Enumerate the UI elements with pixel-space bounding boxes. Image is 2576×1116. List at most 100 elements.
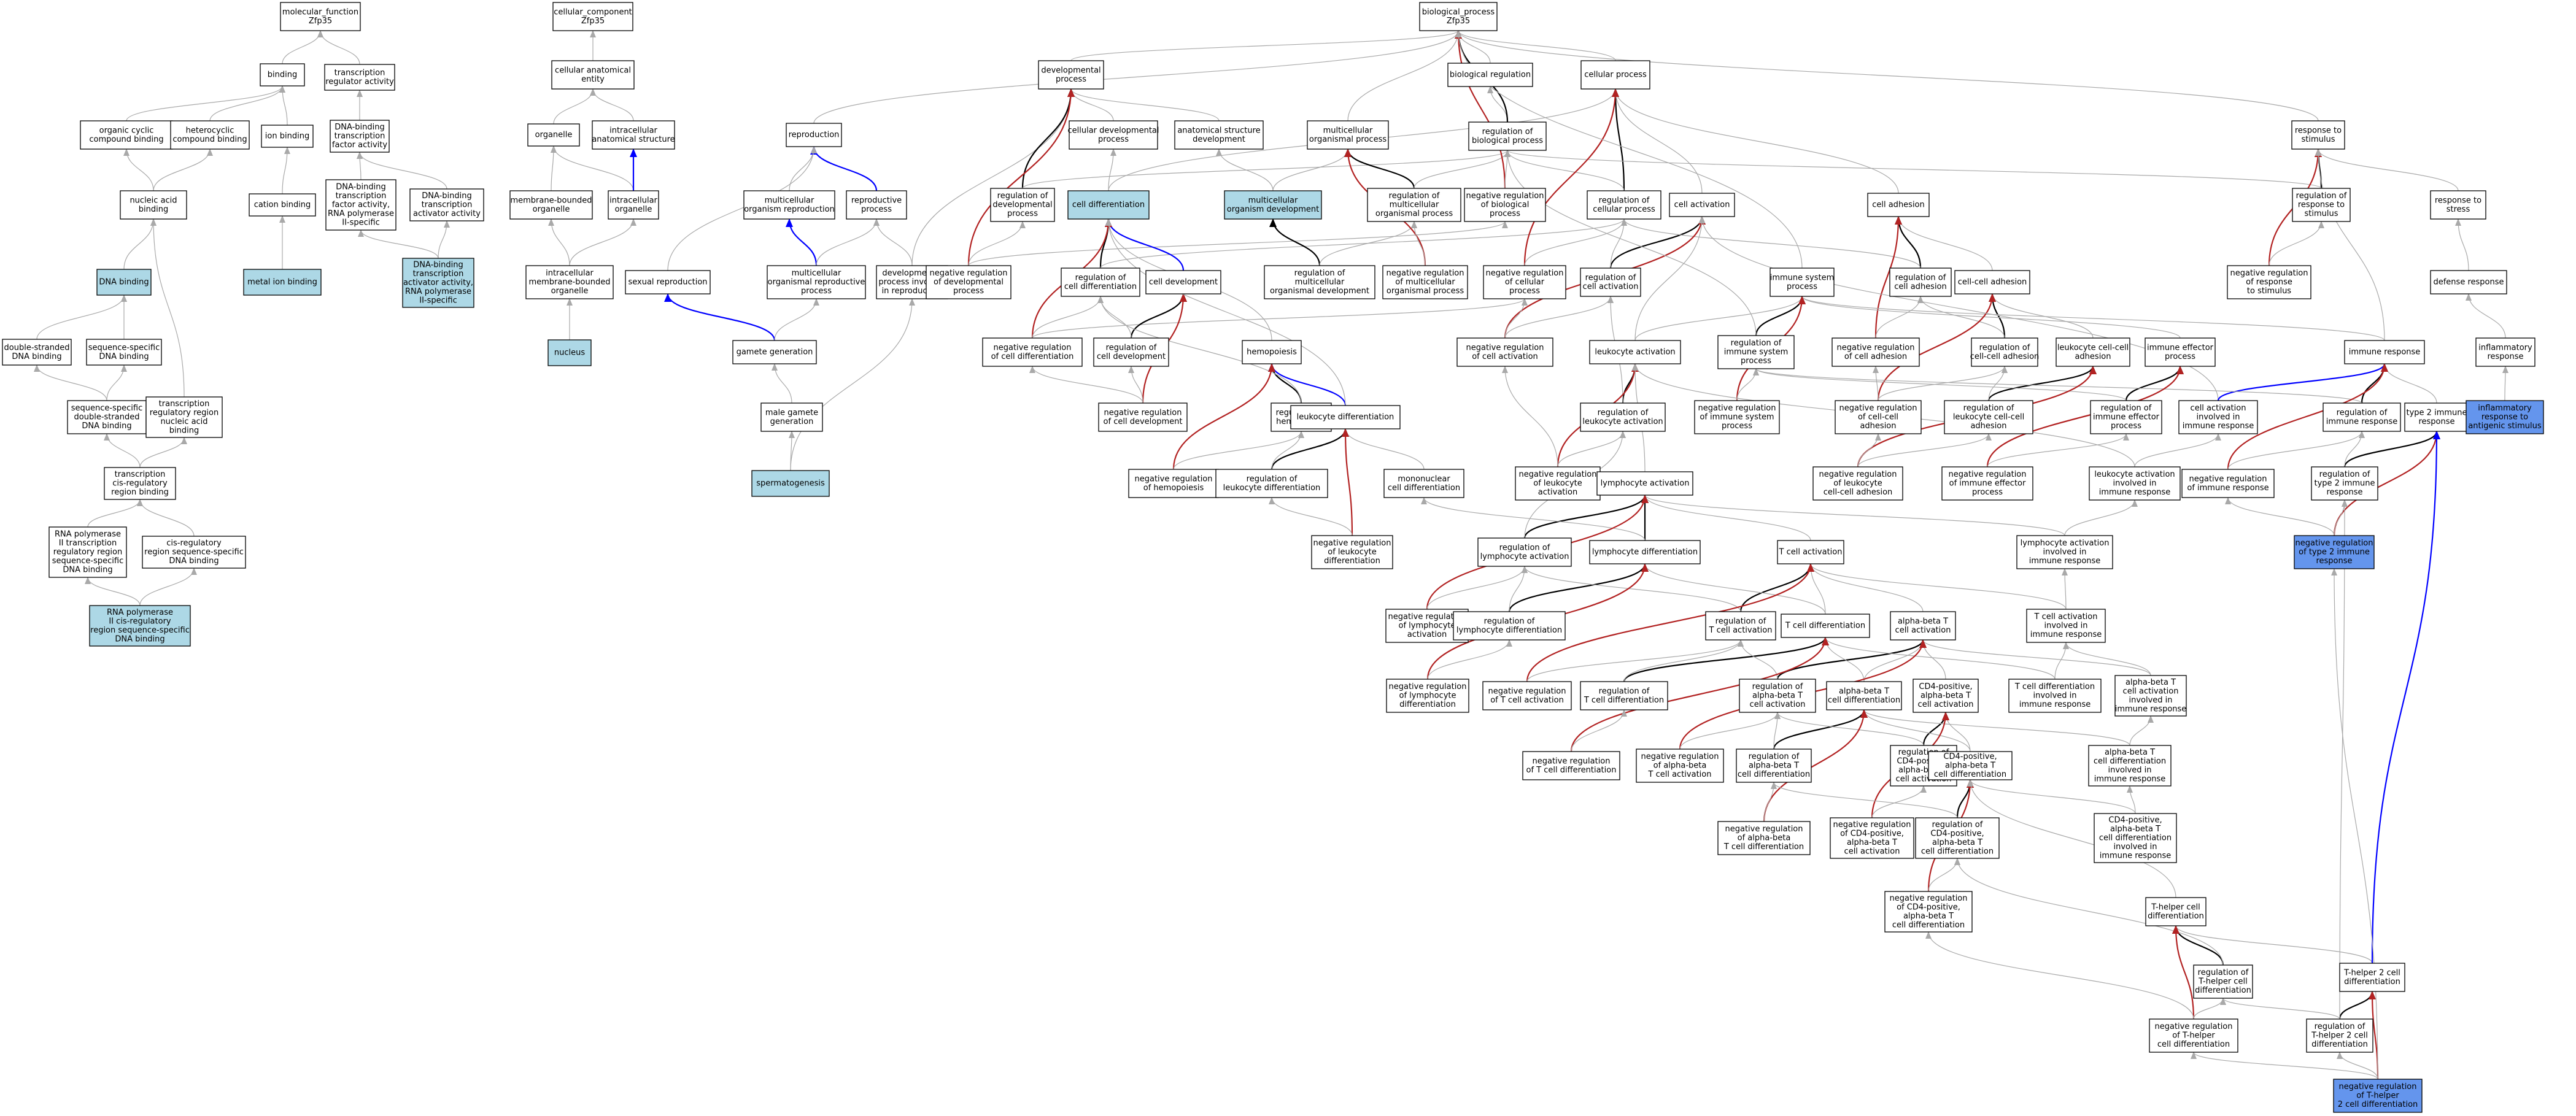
go-term-node-leukdiff[interactable]: leukocyte differentiation [1290,405,1401,429]
go-term-node-celladh[interactable]: cell adhesion [1867,193,1930,217]
go-term-node-reproduction[interactable]: reproduction [786,123,842,147]
go-term-node-lymphact[interactable]: lymphocyte activation [1596,471,1693,496]
go-term-node-leukact[interactable]: leukocyte activation [1589,340,1681,364]
go-term-node-cellact[interactable]: cell activation [1669,193,1735,217]
go-term-node-sexrep[interactable]: sexual reproduction [625,270,711,294]
go-term-node-gamgen[interactable]: gamete generation [732,340,817,364]
go-term-node-lymphdiff[interactable]: lymphocyte differentiation [1589,540,1701,564]
go-term-node-bioreg[interactable]: biological regulation [1447,63,1533,87]
go-term-node-defresp[interactable]: defense response [2430,270,2507,294]
go-term-node-ccadh[interactable]: cell-cell adhesion [1954,270,2030,294]
go-term-node-celldiff[interactable]: cell differentiation [1067,190,1150,220]
go-term-node-dnab[interactable]: DNA binding [96,269,152,296]
go-term-node-nucleus[interactable]: nucleus [547,339,592,366]
go-term-node-celldev[interactable]: cell development [1145,270,1221,294]
go-term-node-rth2cd[interactable]: regulation ofT-helper 2 celldifferentiat… [2306,1018,2373,1053]
go-term-node-ionb[interactable]: ion binding [261,125,314,148]
go-term-node-tcelldiff[interactable]: T cell differentiation [1781,614,1870,638]
go-term-node-cationb[interactable]: cation binding [249,193,316,217]
go-term-node-metalb[interactable]: metal ion binding [243,269,322,296]
go-term-node-rthcd[interactable]: regulation ofT-helper celldifferentiatio… [2193,964,2253,999]
go-term-node-binding[interactable]: binding [260,63,305,87]
go-term-node-organelle[interactable]: organelle [527,123,580,147]
go-term-node-immresp[interactable]: immune response [2344,340,2425,364]
